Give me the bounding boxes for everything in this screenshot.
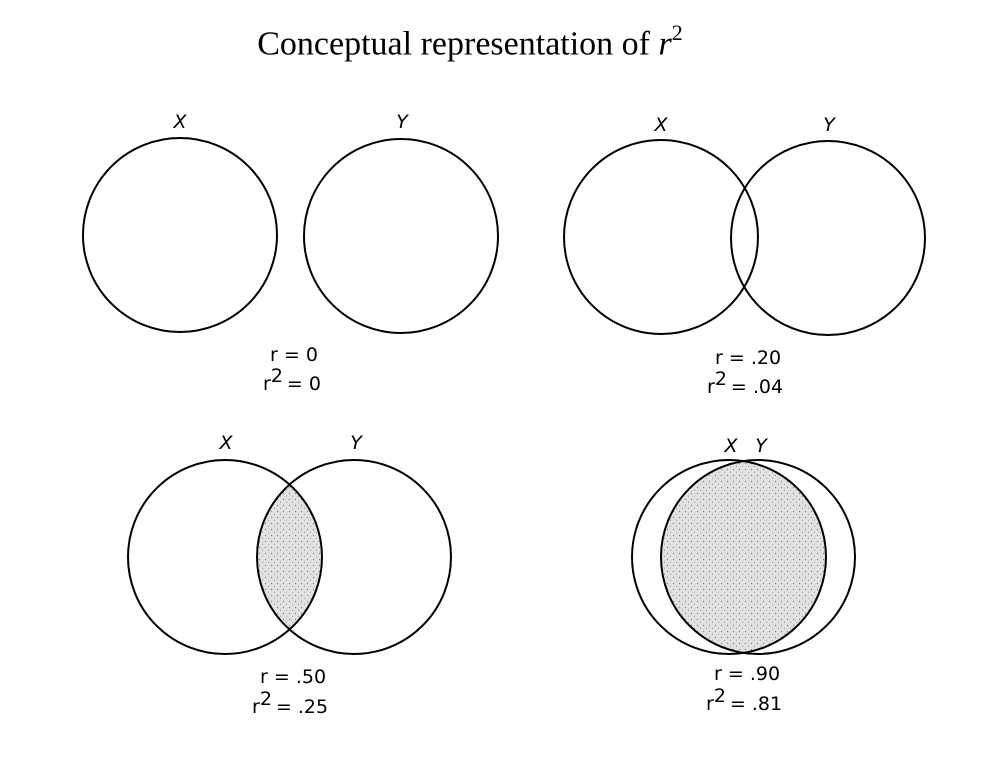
y-circle — [256, 459, 452, 655]
r-squared-value: = .81 — [730, 693, 782, 715]
r-symbol: r — [715, 347, 723, 369]
title-exponent: 2 — [671, 20, 683, 45]
panel-r-90: X Y r = .90 r2= .81 — [631, 435, 856, 715]
r-squared-value: = .25 — [276, 696, 328, 718]
r-value-label: r = .90 — [714, 663, 780, 685]
r2-exponent: 2 — [715, 368, 727, 390]
title-prefix: Conceptual representation of — [257, 25, 650, 63]
y-circle — [660, 459, 856, 655]
r-value: = .50 — [274, 666, 326, 688]
x-circle — [127, 459, 323, 655]
r-squared-label: r2= .25 — [252, 688, 328, 718]
r2-symbol: r — [252, 696, 260, 718]
r-squared-label: r2= 0 — [263, 365, 321, 395]
y-label: Y — [350, 432, 363, 454]
r-squared-value: = 0 — [287, 373, 321, 395]
panel-r-20: X Y r = .20 r2= .04 — [563, 114, 926, 398]
r2-exponent: 2 — [271, 365, 283, 387]
x-circle — [82, 137, 278, 333]
r-symbol: r — [270, 344, 278, 366]
r-value: = 0 — [284, 344, 318, 366]
x-label: X — [172, 111, 187, 133]
r-symbol: r — [714, 663, 722, 685]
y-label: Y — [755, 435, 768, 457]
r2-symbol: r — [263, 373, 271, 395]
r2-exponent: 2 — [714, 685, 726, 707]
r2-symbol: r — [707, 376, 715, 398]
panel-r-50: X Y r = .50 r2= .25 — [127, 432, 452, 718]
r-symbol: r — [260, 666, 268, 688]
r-value: = .20 — [729, 347, 781, 369]
diagram-title: Conceptual representation of r2 — [0, 20, 940, 63]
y-circle — [730, 140, 926, 336]
shared-variance-region — [661, 460, 826, 654]
y-label: Y — [823, 114, 836, 136]
x-label: X — [653, 114, 668, 136]
panel-r-0: X Y r = 0 r2= 0 — [82, 111, 499, 395]
x-circle — [563, 139, 759, 335]
shared-variance-region — [257, 460, 322, 654]
y-circle — [303, 138, 499, 334]
x-circle — [631, 459, 827, 655]
r2-symbol: r — [706, 693, 714, 715]
r2-exponent: 2 — [260, 688, 272, 710]
x-label: X — [218, 432, 233, 454]
r-squared-label: r2= .04 — [707, 368, 783, 398]
r-squared-label: r2= .81 — [706, 685, 782, 715]
x-label: X — [723, 435, 738, 457]
r-squared-value: = .04 — [731, 376, 783, 398]
r-value: = .90 — [728, 663, 780, 685]
y-label: Y — [396, 111, 409, 133]
r-value-label: r = .20 — [715, 347, 781, 369]
r-value-label: r = 0 — [270, 344, 318, 366]
title-variable: r — [658, 25, 672, 63]
r-value-label: r = .50 — [260, 666, 326, 688]
